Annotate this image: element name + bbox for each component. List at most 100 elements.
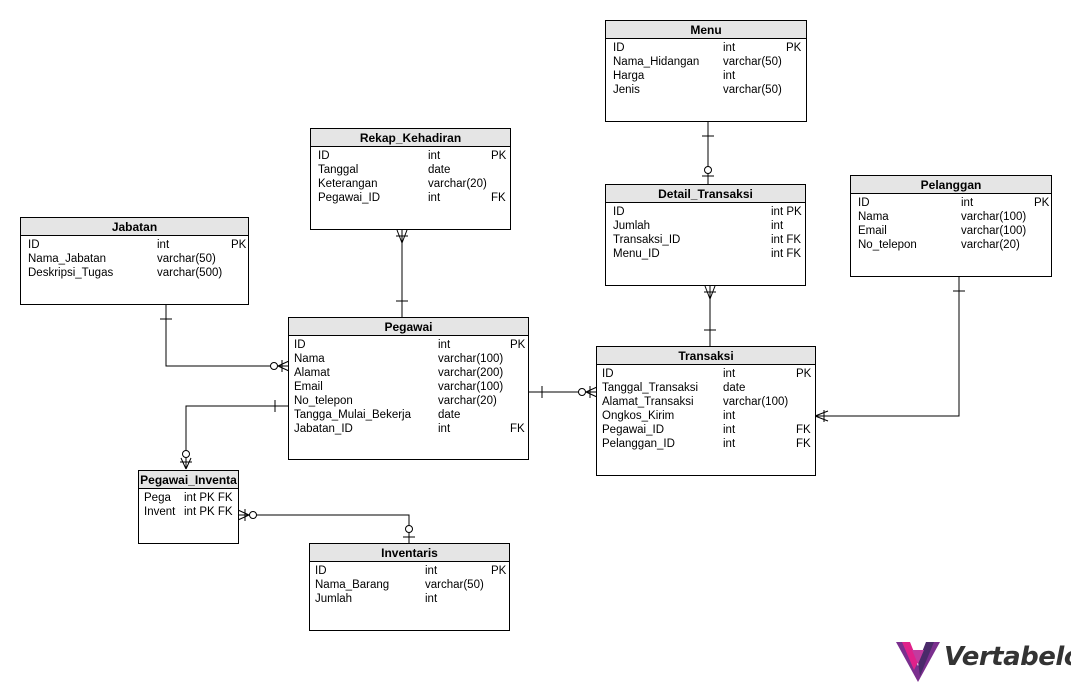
column-name: Ongkos_Kirim — [602, 410, 675, 422]
column-name: Transaksi_ID — [613, 234, 681, 246]
column-type: int — [723, 410, 736, 422]
vertabelo-logo: Vertabelo — [894, 636, 1071, 686]
column-type: date — [723, 382, 746, 394]
column-name: Pelanggan_ID — [602, 438, 675, 450]
column-name: Tanggal_Transaksi — [602, 382, 699, 394]
column-name: Pegawai_ID — [318, 192, 381, 204]
column-type: int — [425, 593, 438, 605]
entity-title: Pelanggan — [851, 176, 1051, 194]
column-name: Jumlah — [613, 220, 651, 232]
column-type: varchar(20) — [961, 239, 1020, 251]
column-type: int — [771, 220, 784, 232]
column-row[interactable]: Deskripsi_Tugas varchar(500) — [21, 266, 248, 280]
column-name: No_telepon — [294, 395, 353, 407]
column-name: Nama — [294, 353, 325, 365]
column-name: No_telepon — [858, 239, 917, 251]
rel-jabatan-pegawai — [160, 305, 290, 372]
column-row[interactable]: Ongkos_Kirim int — [597, 409, 815, 423]
rel-pegawai-transaksi — [528, 386, 598, 398]
column-name: Jumlah — [315, 593, 353, 605]
column-name: Nama — [858, 211, 889, 223]
column-type: int PK FK — [184, 492, 233, 504]
column-type: varchar(100) — [961, 225, 1027, 237]
vertabelo-logo-icon — [896, 642, 940, 682]
column-type: int — [723, 424, 736, 436]
column-type: int — [428, 150, 441, 162]
column-type: varchar(20) — [438, 395, 497, 407]
entity-title: Rekap_Kehadiran — [311, 129, 510, 147]
column-name: ID — [602, 368, 614, 380]
column-row[interactable]: Jumlah int — [310, 592, 509, 606]
column-type: varchar(50) — [723, 84, 782, 96]
rel-inventaris-pegawai-inventa — [237, 509, 415, 543]
column-type: varchar(500) — [157, 267, 223, 279]
column-name: ID — [858, 197, 870, 209]
entity-title: Pegawai — [289, 318, 528, 336]
column-type: varchar(50) — [425, 579, 484, 591]
column-name: Deskripsi_Tugas — [28, 267, 114, 279]
column-type: int PK FK — [184, 506, 233, 518]
rel-pegawai-pegawai-inventa — [180, 400, 289, 470]
column-name: ID — [318, 150, 330, 162]
column-type: varchar(100) — [438, 381, 504, 393]
column-key: PK — [786, 42, 802, 54]
column-row[interactable]: No_telepon varchar(20) — [289, 394, 528, 408]
column-type: int — [961, 197, 974, 209]
column-type: int — [428, 192, 441, 204]
column-row[interactable]: No_telepon varchar(20) — [851, 238, 1051, 252]
column-type: varchar(100) — [723, 396, 789, 408]
column-row[interactable]: Tanggal_Transaksi date — [597, 381, 815, 395]
column-name: Harga — [613, 70, 645, 82]
column-name: Tangga_Mulai_Bekerja — [294, 409, 411, 421]
column-row[interactable]: Jumlah int — [606, 219, 805, 233]
column-type: int — [723, 438, 736, 450]
column-key: PK — [510, 339, 526, 351]
column-key: FK — [796, 424, 811, 436]
rel-rekap-kehadiran-pegawai — [396, 229, 408, 317]
